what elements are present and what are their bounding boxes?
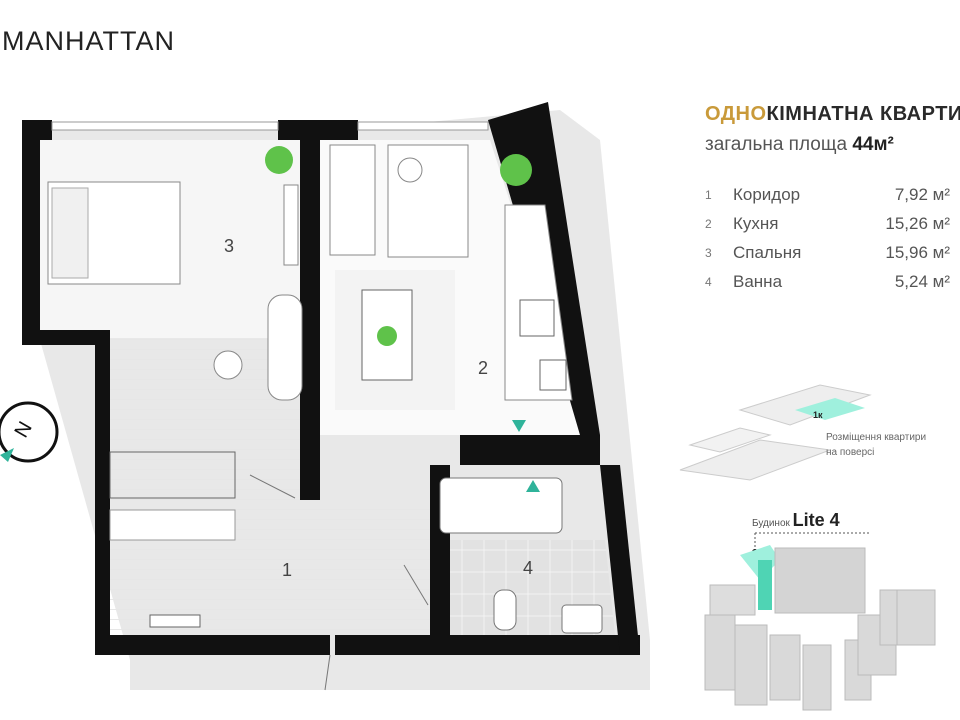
kitchen-window [357, 121, 489, 131]
room-row: 4 Ванна 5,24 м² [705, 267, 950, 296]
total-area-value: 44м² [852, 134, 894, 155]
wardrobe-corridor-icon [109, 509, 236, 541]
wardrobe-icon [283, 184, 299, 266]
room-num: 1 [705, 187, 712, 202]
room-label-bedroom: 3 [224, 236, 235, 256]
toilet-icon [493, 589, 517, 631]
caption-line: на поверсі [826, 447, 875, 458]
door-swing [249, 474, 296, 499]
room-area: 15,26 м² [885, 213, 950, 233]
compass-arrow-icon [0, 448, 14, 462]
room-name: Ванна [733, 271, 783, 291]
compass-icon [0, 401, 59, 463]
lamp-icon [397, 157, 423, 183]
pillows-icon [51, 187, 89, 279]
entrance-door [324, 654, 331, 691]
room-area: 7,92 м² [894, 184, 950, 204]
rug-icon [387, 144, 469, 258]
room-num: 4 [705, 274, 712, 289]
room-area: 15,96 м² [885, 242, 950, 262]
entry-marker-icon [526, 480, 540, 492]
chair-icon [213, 350, 243, 380]
total-area: загальна площа 44м² [705, 134, 894, 156]
room-num: 3 [705, 245, 712, 260]
room-list: 1 Коридор 7,92 м² 2 Кухня 15,26 м² 3 Спальня 1… [705, 180, 950, 296]
washbasin-icon [561, 604, 603, 634]
entry-marker-icon [512, 420, 526, 432]
bathtub-icon [439, 477, 563, 534]
room-label-kitchen: 2 [478, 358, 489, 378]
floor-location-diagram [679, 384, 872, 481]
title-accent: ОДНО [705, 103, 767, 125]
building-name: Lite 4 [792, 510, 840, 530]
room-name: Кухня [733, 213, 779, 233]
room-row: 1 Коридор 7,92 м² [705, 180, 950, 209]
floor-location-caption: Розміщення квартири на поверсі [826, 430, 926, 460]
building-complex-diagram [704, 532, 936, 711]
plant-icon [377, 326, 397, 346]
room-num: 2 [705, 216, 712, 231]
desk-icon [267, 294, 303, 401]
total-area-label: загальна площа [705, 134, 848, 155]
room-area: 5,24 м² [894, 271, 950, 291]
sink-icon [539, 359, 567, 391]
plant-icon [500, 154, 532, 186]
shelving-icon [109, 451, 236, 499]
title-rest: КІМНАТНА КВАРТИРА [766, 103, 960, 125]
stove-icon [519, 299, 555, 337]
bedroom-window [51, 121, 279, 131]
compass-letter: N [10, 418, 36, 442]
room-label-corridor: 1 [282, 560, 293, 580]
building-label-text: Будинок [752, 518, 790, 529]
brand-logo: MANHATTAN [2, 26, 175, 56]
room-name: Спальня [733, 242, 802, 262]
room-label-bathroom: 4 [523, 558, 534, 578]
door-swing [403, 564, 429, 606]
floor-location-badge: 1к [813, 410, 823, 420]
apartment-title: ОДНОКІМНАТНА КВАРТИРА [705, 103, 960, 126]
shoe-rack-icon [149, 614, 201, 628]
caption-line: Розміщення квартири [826, 432, 927, 443]
room-row: 2 Кухня 15,26 м² [705, 209, 950, 238]
sofa-icon [329, 144, 376, 256]
room-row: 3 Спальня 15,96 м² [705, 238, 950, 267]
building-label: Будинок Lite 4 [752, 510, 840, 531]
room-name: Коридор [733, 184, 801, 204]
plant-icon [265, 146, 293, 174]
